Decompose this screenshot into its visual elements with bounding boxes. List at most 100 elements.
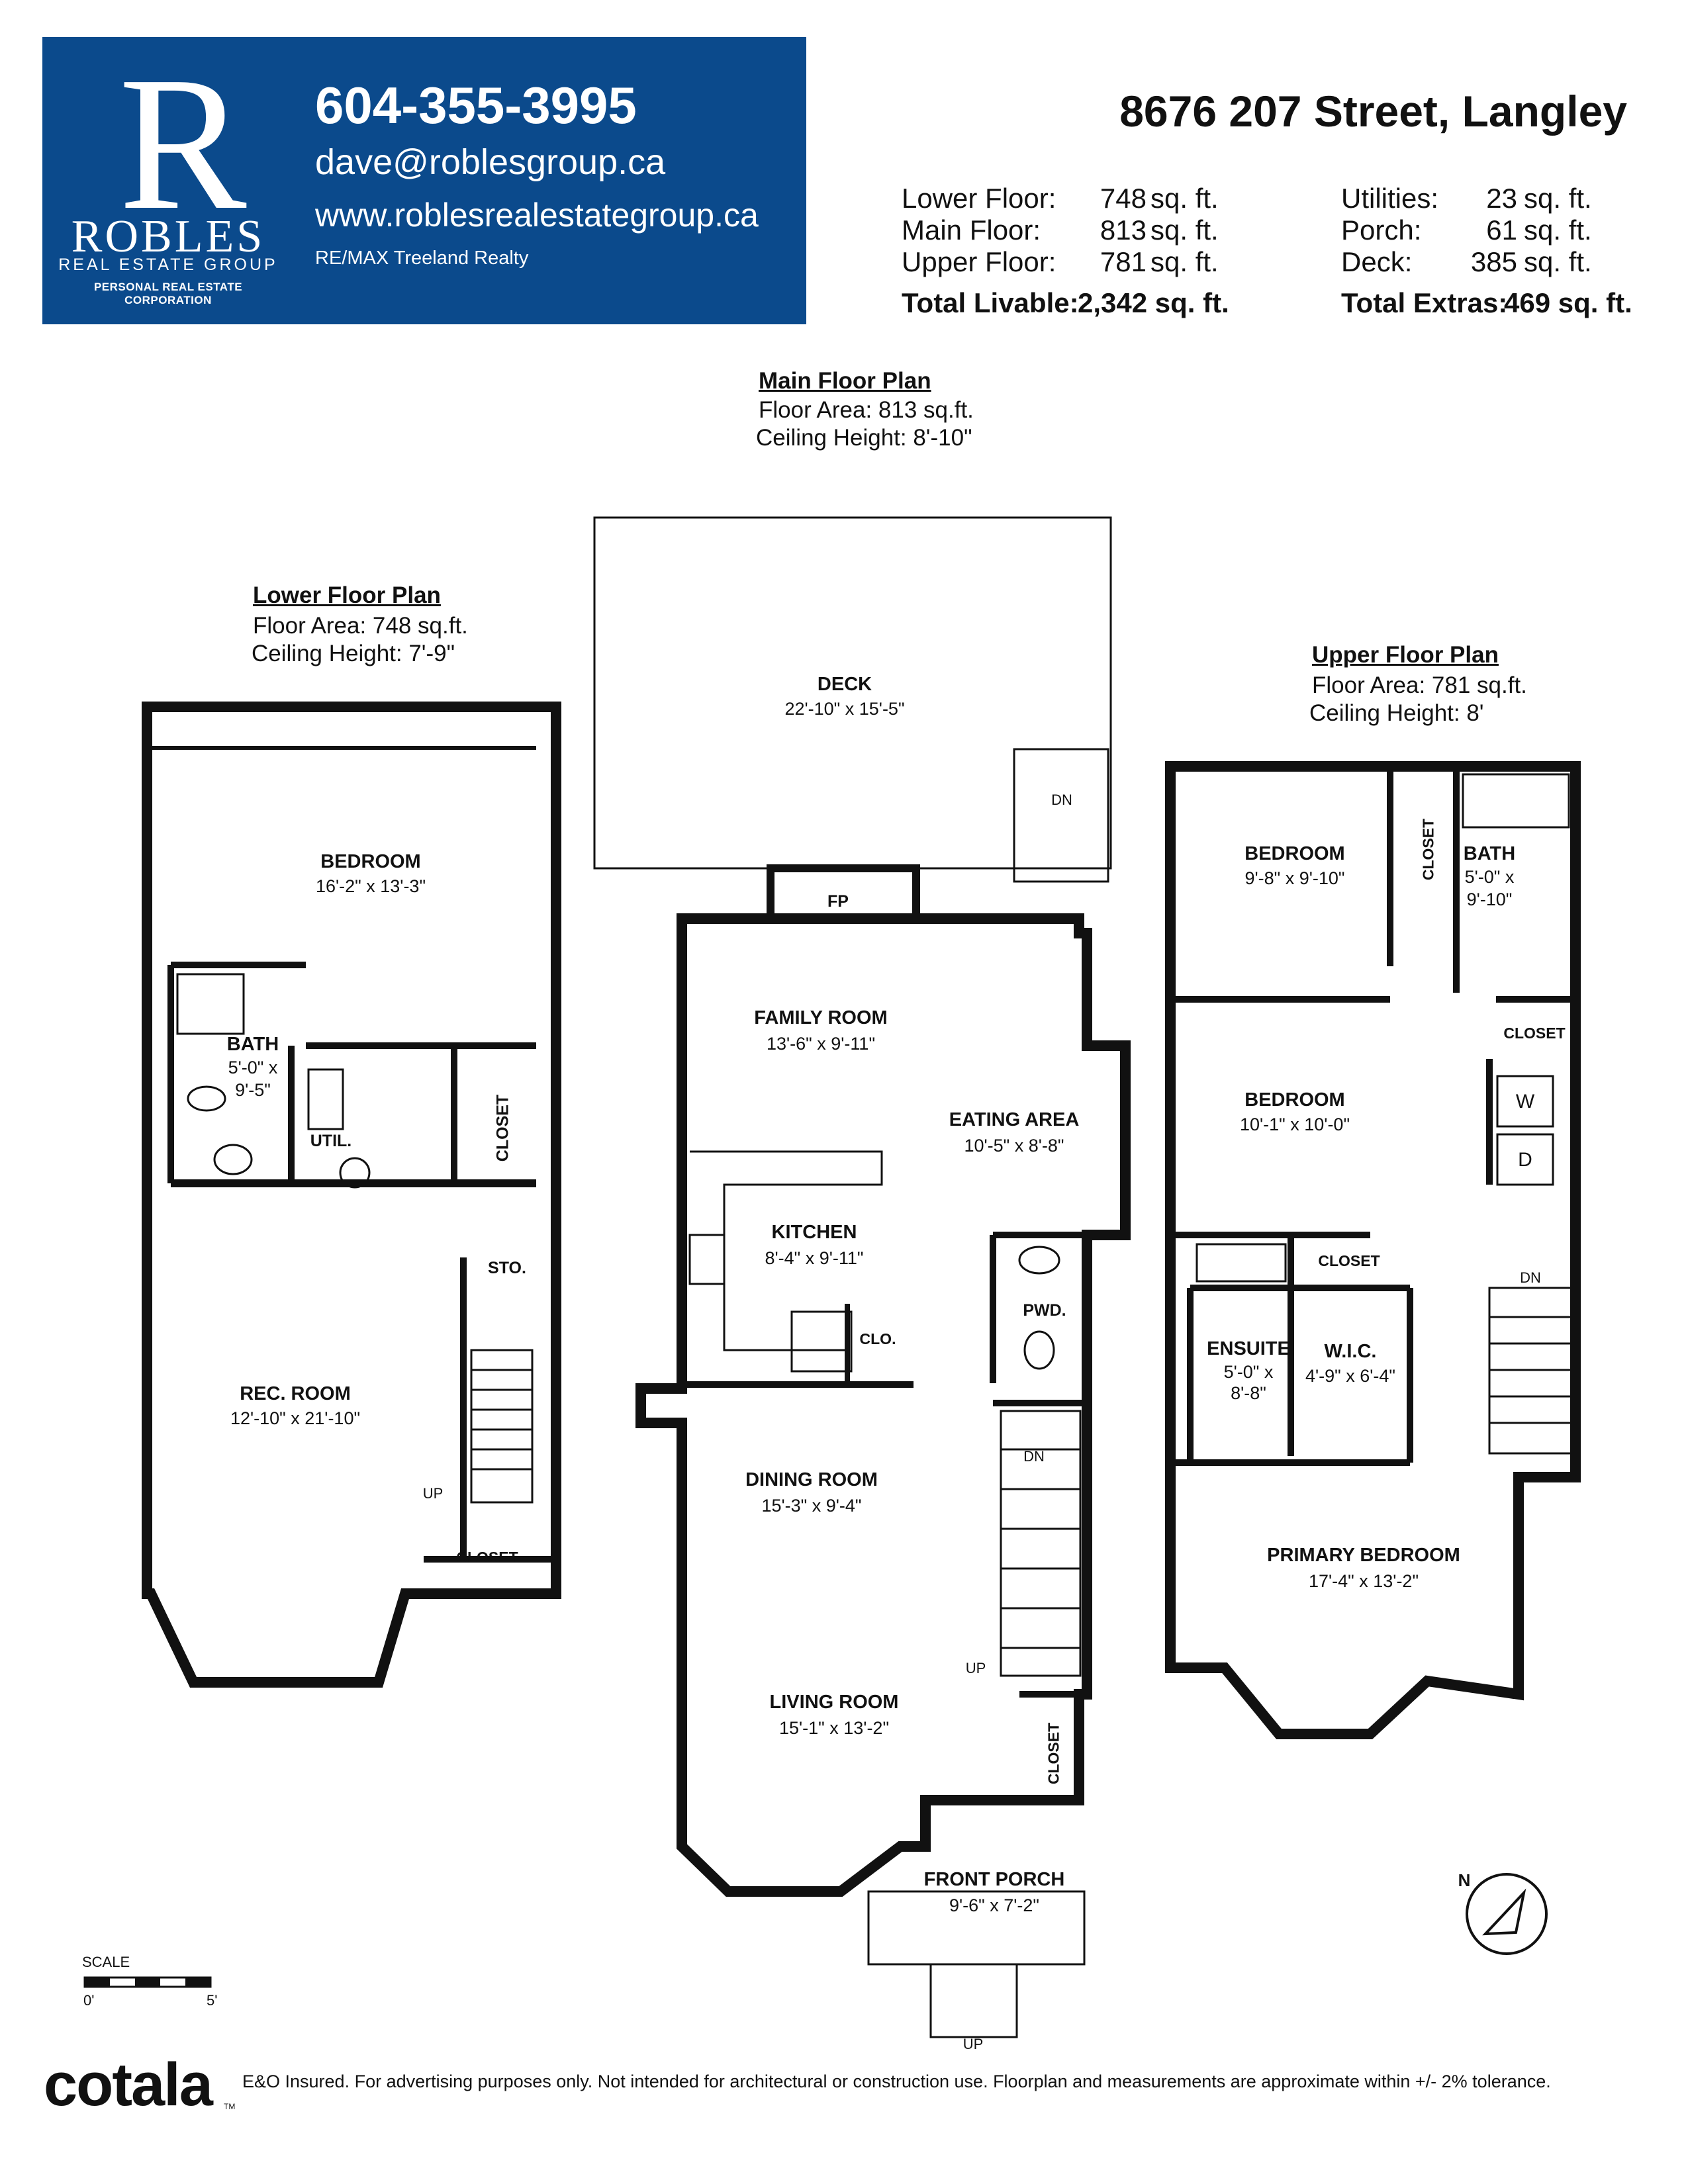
upper-plan-ceiling: Ceiling Height: 8': [1309, 700, 1484, 726]
area-label-deck: Deck:: [1341, 246, 1413, 277]
main-stairs-dn: DN: [1023, 1448, 1045, 1465]
eating-area-dims: 10'-5" x 8'-8": [964, 1136, 1064, 1156]
upper-bedroom2-label: BEDROOM: [1244, 1089, 1345, 1111]
upper-bedroom2-dims: 10'-1" x 10'-0": [1239, 1115, 1350, 1134]
cotala-trademark: TM: [224, 2102, 236, 2111]
porch-stairs: [929, 1963, 1018, 2038]
upper-stairs: [1488, 1287, 1577, 1455]
lower-shower: [176, 973, 245, 1035]
scale-start: 0': [83, 1992, 95, 2009]
area-label-main: Main Floor:: [902, 214, 1041, 246]
lower-toilet: [187, 1085, 226, 1112]
lower-stairs: [470, 1349, 534, 1504]
ensuite-dims1: 5'-0" x: [1223, 1362, 1274, 1382]
sto-label: STO.: [488, 1259, 526, 1277]
deck-stairs: [1013, 748, 1109, 883]
powder-room-label: PWD.: [1023, 1301, 1066, 1320]
area-value-lower: 748: [1100, 183, 1147, 214]
cooktop: [688, 1234, 726, 1285]
family-room-label: FAMILY ROOM: [754, 1007, 888, 1028]
primary-bedroom-dims: 17'-4" x 13'-2": [1308, 1571, 1419, 1591]
brand-corporation: PERSONAL REAL ESTATE CORPORATION: [93, 281, 243, 306]
dryer-label: D: [1518, 1149, 1532, 1171]
porch-stairs-up: UP: [962, 2036, 984, 2052]
total-extras-value: 469 sq. ft.: [1504, 287, 1632, 318]
svg-text:R: R: [118, 49, 248, 228]
lower-bath-dims1: 5'-0" x: [228, 1058, 278, 1077]
dining-room-label: DINING ROOM: [745, 1469, 878, 1490]
kitchen-island-sink: [790, 1310, 853, 1373]
upper-stairs-dn: DN: [1520, 1269, 1541, 1286]
area-unit-main: sq. ft.: [1150, 214, 1219, 246]
kitchen-dims: 8'-4" x 9'-11": [765, 1248, 864, 1268]
main-stairs: [1000, 1410, 1082, 1677]
upper-bath-dims1: 5'-0" x: [1464, 867, 1515, 887]
main-closet-label: CLOSET: [1045, 1722, 1062, 1785]
area-unit-porch: sq. ft.: [1524, 214, 1592, 246]
util-panel: [307, 1068, 344, 1130]
upper-plan-area: Floor Area: 781 sq.ft.: [1312, 672, 1527, 698]
rec-room-dims: 12'-10" x 21'-10": [230, 1408, 361, 1428]
upper-bedroom1-label: BEDROOM: [1244, 843, 1345, 864]
main-stairs-up: UP: [965, 1660, 986, 1676]
lower-closet2-label: CLOSET: [456, 1549, 518, 1566]
util-label: UTIL.: [310, 1132, 352, 1150]
area-value-main: 813: [1100, 214, 1147, 246]
brokerage-name: RE/MAX Treeland Realty: [315, 248, 529, 269]
area-label-upper: Upper Floor:: [902, 246, 1056, 277]
area-value-upper: 781: [1100, 246, 1147, 277]
scale-label: SCALE: [82, 1954, 130, 1970]
upper-bath-label: BATH: [1463, 843, 1516, 864]
total-livable-value: 2,342 sq. ft.: [1078, 287, 1229, 318]
area-label-lower: Lower Floor:: [902, 183, 1056, 214]
area-value-porch: 61: [1486, 214, 1517, 246]
website-url: www.roblesrealestategroup.ca: [315, 197, 759, 234]
total-extras-label: Total Extras:: [1341, 287, 1508, 318]
cotala-logo: cotala: [44, 2051, 213, 2118]
upper-floor-walls: [1165, 761, 1581, 1739]
primary-bedroom-label: PRIMARY BEDROOM: [1267, 1545, 1460, 1566]
ensuite-dims2: 8'-8": [1231, 1383, 1266, 1403]
area-value-utilities: 23: [1486, 183, 1517, 214]
property-address: 8676 207 Street, Langley: [1119, 87, 1627, 136]
upper-closet1-label: CLOSET: [1419, 818, 1437, 881]
phone-number: 604-355-3995: [315, 76, 637, 134]
deck-stairs-dn: DN: [1051, 792, 1072, 808]
main-plan-title: Main Floor Plan: [759, 368, 931, 394]
upper-tub: [1462, 773, 1570, 829]
lower-plan-title: Lower Floor Plan: [253, 582, 441, 608]
compass-icon: [1466, 1873, 1548, 1955]
main-plan-area: Floor Area: 813 sq.ft.: [759, 397, 974, 423]
pwd-sink: [1018, 1246, 1060, 1275]
lower-bath-dims2: 9'-5": [235, 1080, 271, 1100]
lower-floor-walls: [142, 702, 561, 1688]
upper-bath-dims2: 9'-10": [1466, 889, 1513, 909]
water-heater: [339, 1157, 371, 1189]
washer-label: W: [1515, 1091, 1535, 1113]
family-room-dims: 13'-6" x 9'-11": [766, 1034, 876, 1054]
lower-bedroom-dims: 16'-2" x 13'-3": [315, 876, 426, 896]
dining-room-dims: 15'-3" x 9'-4": [761, 1496, 862, 1516]
brand-banner: R ROBLES REAL ESTATE GROUP PERSONAL REAL…: [42, 37, 806, 324]
living-room-dims: 15'-1" x 13'-2": [778, 1718, 890, 1738]
area-label-porch: Porch:: [1341, 214, 1422, 246]
total-livable-label: Total Livable:: [902, 287, 1079, 318]
lower-bedroom-label: BEDROOM: [320, 851, 421, 872]
wic-label: W.I.C.: [1324, 1341, 1377, 1362]
kitchen-counter: [690, 1150, 883, 1351]
scale-bar-fill: [85, 1978, 211, 1987]
deck-label: DECK: [817, 674, 872, 695]
living-room-label: LIVING ROOM: [769, 1692, 899, 1713]
brand-name: ROBLES: [71, 211, 265, 262]
area-value-deck: 385: [1470, 246, 1517, 277]
lower-sink: [213, 1144, 253, 1175]
area-unit-upper: sq. ft.: [1150, 246, 1219, 277]
brand-subtitle: REAL ESTATE GROUP: [58, 255, 278, 274]
eating-area-label: EATING AREA: [949, 1109, 1080, 1130]
robles-logo-icon: R: [118, 49, 248, 228]
lower-plan-area: Floor Area: 748 sq.ft.: [253, 613, 468, 639]
area-unit-lower: sq. ft.: [1150, 183, 1219, 214]
wic-dims: 4'-9" x 6'-4": [1305, 1366, 1396, 1386]
kitchen-label: KITCHEN: [771, 1222, 857, 1243]
email-address: dave@roblesgroup.ca: [315, 142, 666, 182]
